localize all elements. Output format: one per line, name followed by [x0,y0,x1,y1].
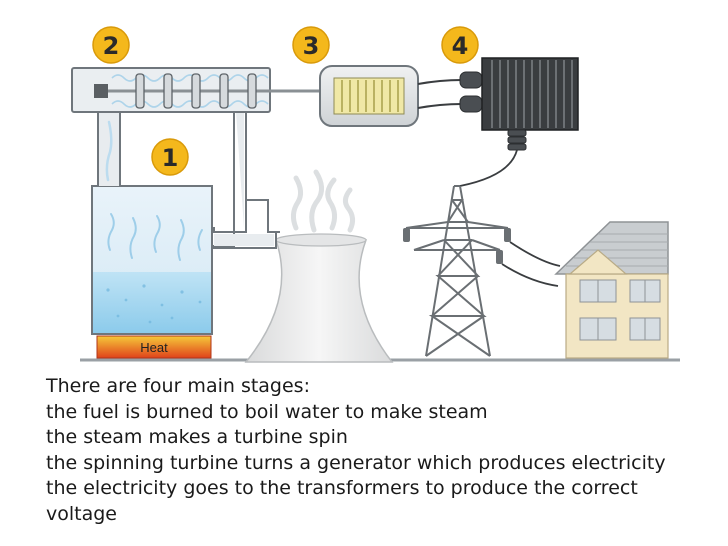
caption-line-intro: There are four main stages: [46,375,310,397]
stage-badge-3: 3 [292,26,330,64]
svg-text:3: 3 [303,32,320,60]
heat-label: Heat [140,340,168,355]
stage-badge-2: 2 [92,26,130,64]
caption-line-stage-4: the electricity goes to the transformers… [46,477,638,499]
caption-line-stage-4-cont: voltage [46,502,117,525]
cooling-tower [244,233,394,363]
caption-text: There are four main stages: the fuel is … [46,374,716,527]
boiler [91,185,213,335]
pylon [405,185,509,357]
turbine-blades [135,73,257,109]
generator-wires [417,79,463,109]
transformer [459,57,579,151]
svg-text:2: 2 [103,32,120,60]
steam-pipe-up [97,111,121,186]
svg-text:4: 4 [452,32,469,60]
generator [319,65,419,127]
caption-line-stage-3: the spinning turbine turns a generator w… [46,451,666,474]
pylon-insulators [403,228,511,264]
tower-steam [290,169,356,233]
heat-source: Heat [96,335,212,359]
turbine-housing [71,67,322,113]
svg-text:1: 1 [162,144,179,172]
return-pipe [211,112,280,249]
caption-line-stage-1: the fuel is burned to boil water to make… [46,400,488,423]
stage-badge-1: 1 [151,138,189,176]
caption-line-stage-2: the steam makes a turbine spin [46,426,348,448]
stage-badge-4: 4 [441,26,479,64]
transformer-wire [459,149,518,187]
house [554,221,669,359]
house-wires [501,241,561,287]
power-station-diagram: Heat [71,26,680,363]
